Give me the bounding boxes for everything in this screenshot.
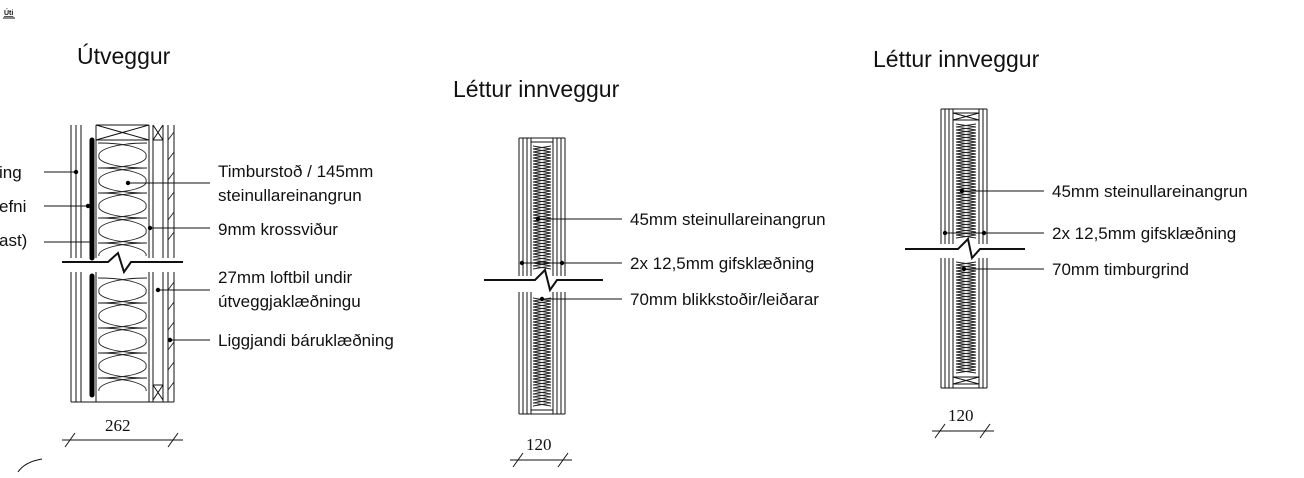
dimension-text: 120 — [948, 406, 974, 425]
label-air-gap-2: útveggjaklæðningu — [218, 292, 361, 311]
dimension-line — [510, 452, 572, 468]
hatch-cladding — [167, 131, 175, 391]
insulation-zigzag — [532, 145, 552, 407]
label-insulation: steinullareinangrun — [218, 186, 362, 205]
break-line — [484, 268, 603, 293]
insulation-batts — [97, 142, 148, 392]
corner-label: Úti — [4, 8, 13, 17]
label-insulation: 45mm steinullareinangrun — [1052, 182, 1248, 201]
wall-outline — [940, 108, 988, 389]
section-utveggur: Útveggur — [0, 43, 394, 473]
label-studs: 70mm blikkstoðir/leiðarar — [630, 290, 819, 309]
dimension-text: 262 — [105, 416, 131, 435]
leader-lines — [519, 216, 622, 302]
label-gypsum: 2x 12,5mm gifsklæðning — [630, 254, 814, 273]
dimension-line — [932, 423, 994, 439]
section-lettur-innveggur-1: Léttur innveggur — [453, 76, 826, 468]
leader-lines — [44, 169, 210, 343]
label-left-2: efni — [0, 197, 26, 216]
wall-outline — [518, 137, 566, 415]
section-lettur-innveggur-2: Léttur innveggur — [873, 46, 1248, 439]
detail-curve — [17, 458, 43, 473]
label-plywood: 9mm krossviður — [218, 220, 338, 239]
label-timber-frame: 70mm timburgrind — [1052, 260, 1189, 279]
leader-lines — [942, 188, 1044, 272]
wall-outline — [70, 124, 175, 403]
label-left-3: ast) — [0, 231, 27, 250]
label-cladding: Liggjandi báruklæðning — [218, 331, 394, 350]
label-stud: Timburstoð / 145mm — [218, 162, 373, 181]
label-gypsum: 2x 12,5mm gifsklæðning — [1052, 224, 1236, 243]
break-line — [905, 236, 1025, 261]
dimension-line — [62, 432, 183, 448]
section-title: Léttur innveggur — [453, 76, 620, 102]
dimension-text: 120 — [526, 435, 552, 454]
section-title: Léttur innveggur — [873, 46, 1040, 72]
label-left-1: ing — [0, 163, 22, 182]
label-air-gap: 27mm loftbil undir — [218, 268, 353, 287]
section-title: Útveggur — [77, 43, 171, 69]
break-line — [62, 251, 183, 275]
insulation-zigzag — [955, 123, 977, 374]
label-insulation: 45mm steinullareinangrun — [630, 210, 826, 229]
